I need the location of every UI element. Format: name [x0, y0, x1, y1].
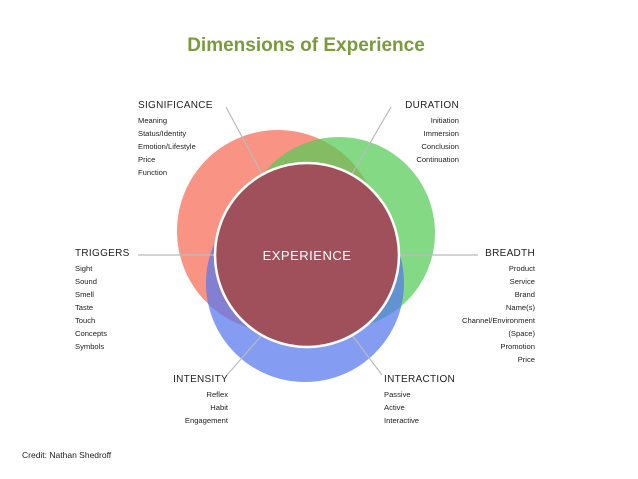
list-item: Sound [75, 277, 97, 286]
list-item: Habit [210, 403, 228, 412]
list-item: Reflex [206, 390, 228, 399]
list-item: Sight [75, 264, 93, 273]
list-item: Interactive [384, 416, 420, 425]
list-item: Touch [75, 316, 96, 325]
interaction-group: INTERACTION Passive Active Interactive [384, 374, 455, 427]
list-item: Name(s) [505, 303, 535, 312]
list-item: Meaning [138, 116, 168, 125]
list-item: Promotion [500, 342, 535, 351]
intensity-group: INTENSITY Reflex Habit Engagement [173, 374, 228, 427]
duration-heading: DURATION [405, 100, 459, 111]
triggers-group: TRIGGERS Sight Sound Smell Taste Touch C… [75, 248, 130, 353]
duration-group: DURATION Initiation Immersion Conclusion… [405, 100, 459, 166]
list-item: Active [384, 403, 405, 412]
list-item: Conclusion [421, 142, 459, 151]
breadth-heading: BREADTH [485, 248, 535, 259]
list-item: Engagement [184, 416, 228, 425]
experience-circle [213, 161, 401, 349]
list-item: Smell [75, 290, 94, 299]
list-item: Status/Identity [138, 129, 187, 138]
list-item: Product [508, 264, 535, 273]
list-item: Price [138, 155, 156, 164]
list-item: Taste [75, 303, 94, 312]
connector-duration [351, 106, 392, 175]
connector-significance [225, 106, 263, 175]
list-item: Symbols [75, 342, 105, 351]
list-item: Brand [514, 290, 535, 299]
intensity-heading: INTENSITY [173, 374, 228, 385]
significance-heading: SIGNIFICANCE [138, 100, 213, 111]
list-item: Immersion [423, 129, 459, 138]
list-item: Function [138, 168, 168, 177]
page-title: Dimensions of Experience [187, 35, 425, 56]
list-item: Continuation [416, 155, 459, 164]
triggers-heading: TRIGGERS [75, 248, 130, 259]
connector-interaction [351, 334, 383, 376]
interaction-heading: INTERACTION [384, 374, 456, 385]
experience-label: EXPERIENCE [263, 248, 352, 263]
list-item: Emotion/Lifestyle [138, 142, 196, 151]
connector-intensity [226, 334, 263, 376]
list-item: Service [509, 277, 535, 286]
list-item: Channel/Environment [461, 316, 535, 325]
credit-text: Credit: Nathan Shedroff [22, 450, 112, 460]
list-item: Price [517, 355, 535, 364]
list-item: Passive [384, 390, 411, 399]
significance-group: SIGNIFICANCE Meaning Status/Identity Emo… [138, 100, 213, 179]
breadth-group: BREADTH Product Service Brand Name(s) Ch… [462, 248, 535, 366]
list-item: Initiation [430, 116, 459, 125]
list-item: Concepts [75, 329, 108, 338]
list-item: (Space) [508, 329, 535, 338]
